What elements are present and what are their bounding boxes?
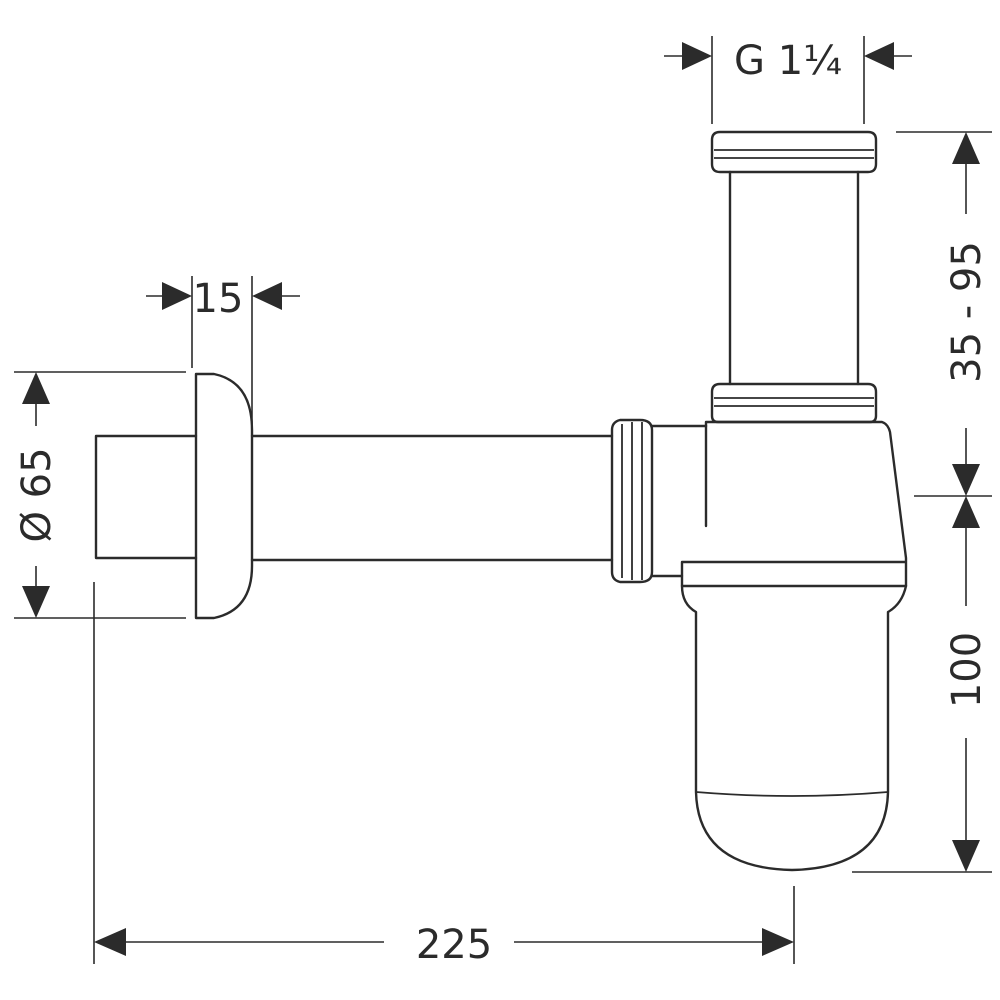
dimension-flange-thickness: 15: [146, 276, 300, 424]
dimension-height-adjust: 35 - 95: [896, 131, 992, 497]
rosette-flange: [194, 372, 254, 620]
dimension-rosette-diameter: Ø 65: [14, 371, 186, 619]
wall-pipe-stub: [94, 434, 198, 560]
outlet-pipe: [250, 434, 614, 562]
outlet-coupling-nut: [610, 418, 708, 584]
thread-size-label: G 1¼: [734, 38, 842, 84]
trap-body: [680, 420, 908, 588]
flange-thickness-label: 15: [193, 276, 244, 322]
dimension-trap-height: 100: [852, 496, 992, 873]
height-adjust-label: 35 - 95: [944, 241, 990, 383]
dimension-total-depth: 225: [93, 582, 795, 968]
trap-height-label: 100: [944, 632, 990, 708]
inlet-lower-nut: [710, 382, 878, 424]
bottle-cup: [680, 584, 908, 872]
rosette-diameter-label: Ø 65: [14, 447, 60, 542]
inlet-pipe: [728, 170, 860, 386]
inlet-top-nut: [710, 130, 878, 174]
total-depth-label: 225: [416, 922, 492, 968]
dimension-thread-size: G 1¼: [664, 36, 912, 124]
